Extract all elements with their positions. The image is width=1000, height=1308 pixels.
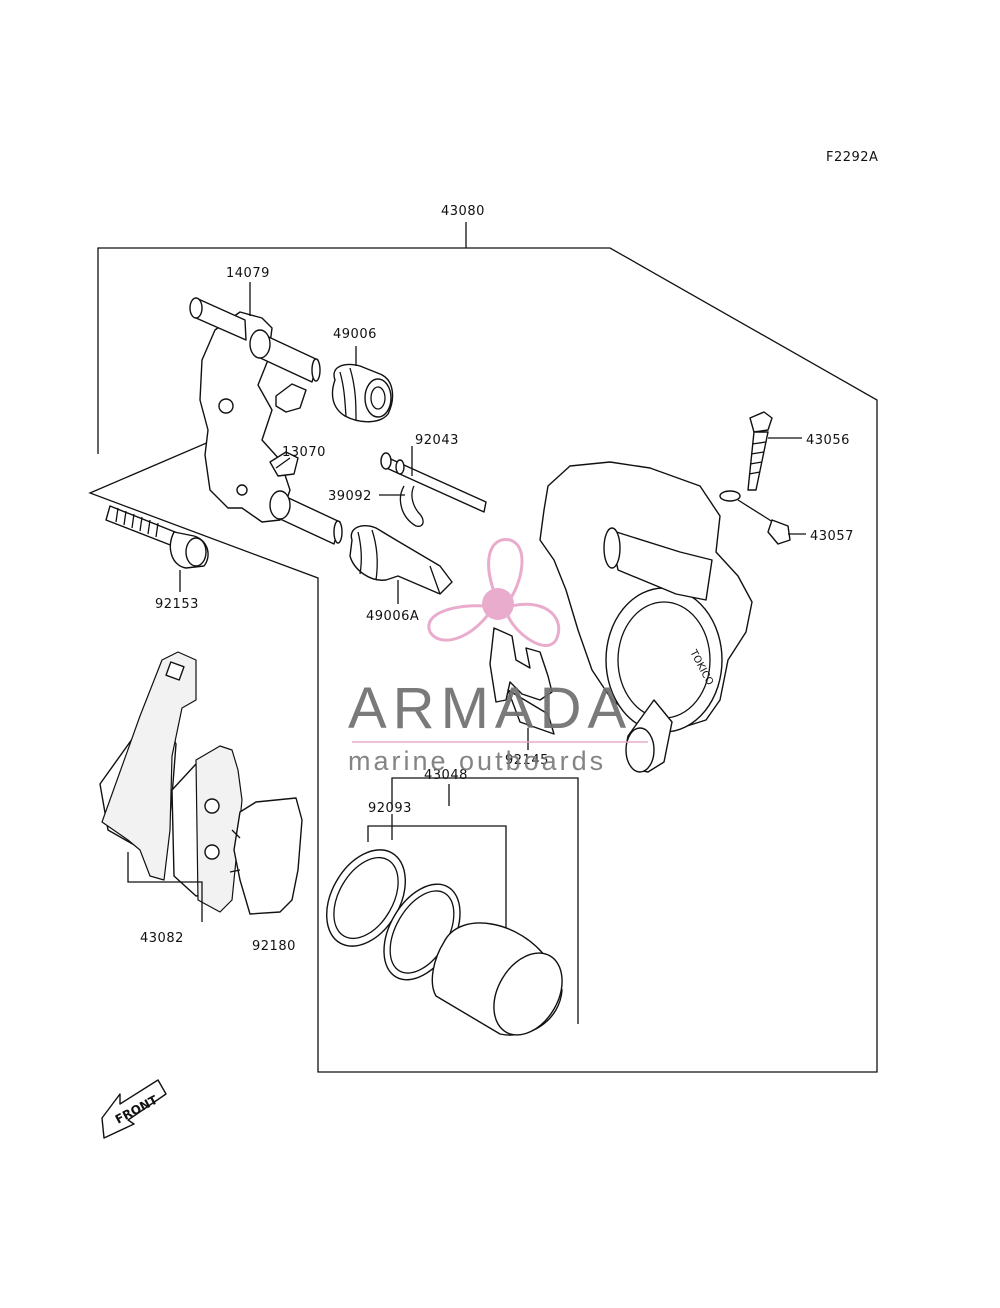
boot-49006 — [331, 363, 394, 423]
pin-92043 — [380, 452, 487, 513]
watermark: ARMADA marine outboards — [348, 538, 648, 776]
watermark-title: ARMADA — [348, 676, 632, 741]
clip-39092 — [399, 485, 424, 527]
propeller-logo-icon — [427, 538, 561, 647]
bleeder-43056 — [747, 411, 773, 491]
part-label-49006[interactable]: 49006 — [333, 327, 377, 342]
part-label-43056[interactable]: 43056 — [806, 433, 850, 448]
brake-pad-92180 — [229, 797, 303, 915]
watermark-subtitle: marine outboards — [348, 746, 606, 776]
part-label-92145[interactable]: 92145 — [505, 753, 549, 768]
part-label-13070[interactable]: 13070 — [282, 445, 326, 460]
cap-43057 — [719, 490, 791, 545]
bolt-92153 — [105, 505, 209, 569]
part-label-43057[interactable]: 43057 — [810, 529, 854, 544]
leader-13070 — [275, 457, 291, 469]
brake-pad-43082 — [99, 651, 243, 913]
piston — [431, 922, 563, 1036]
caliper-body: TOKICO — [539, 461, 753, 773]
part-label-92153[interactable]: 92153 — [155, 597, 199, 612]
part-label-39092[interactable]: 39092 — [328, 489, 372, 504]
piston-seal-bracket — [367, 777, 579, 1024]
part-label-92093[interactable]: 92093 — [368, 801, 412, 816]
leader-43082 — [127, 852, 203, 922]
part-label-43048[interactable]: 43048 — [424, 768, 468, 783]
front-arrow-icon: FRONT — [101, 1079, 167, 1139]
part-label-14079[interactable]: 14079 — [226, 266, 270, 281]
part-label-43082[interactable]: 43082 — [140, 931, 184, 946]
diagram-code: F2292A — [826, 150, 878, 165]
boot-49006A — [349, 524, 453, 595]
caliper-bracket — [189, 297, 343, 545]
part-label-92180[interactable]: 92180 — [252, 939, 296, 954]
part-label-43080[interactable]: 43080 — [441, 204, 485, 219]
part-label-92043[interactable]: 92043 — [415, 433, 459, 448]
assembly-outline — [88, 222, 878, 1073]
part-label-49006A[interactable]: 49006A — [366, 609, 419, 624]
spring-92145 — [489, 627, 555, 735]
